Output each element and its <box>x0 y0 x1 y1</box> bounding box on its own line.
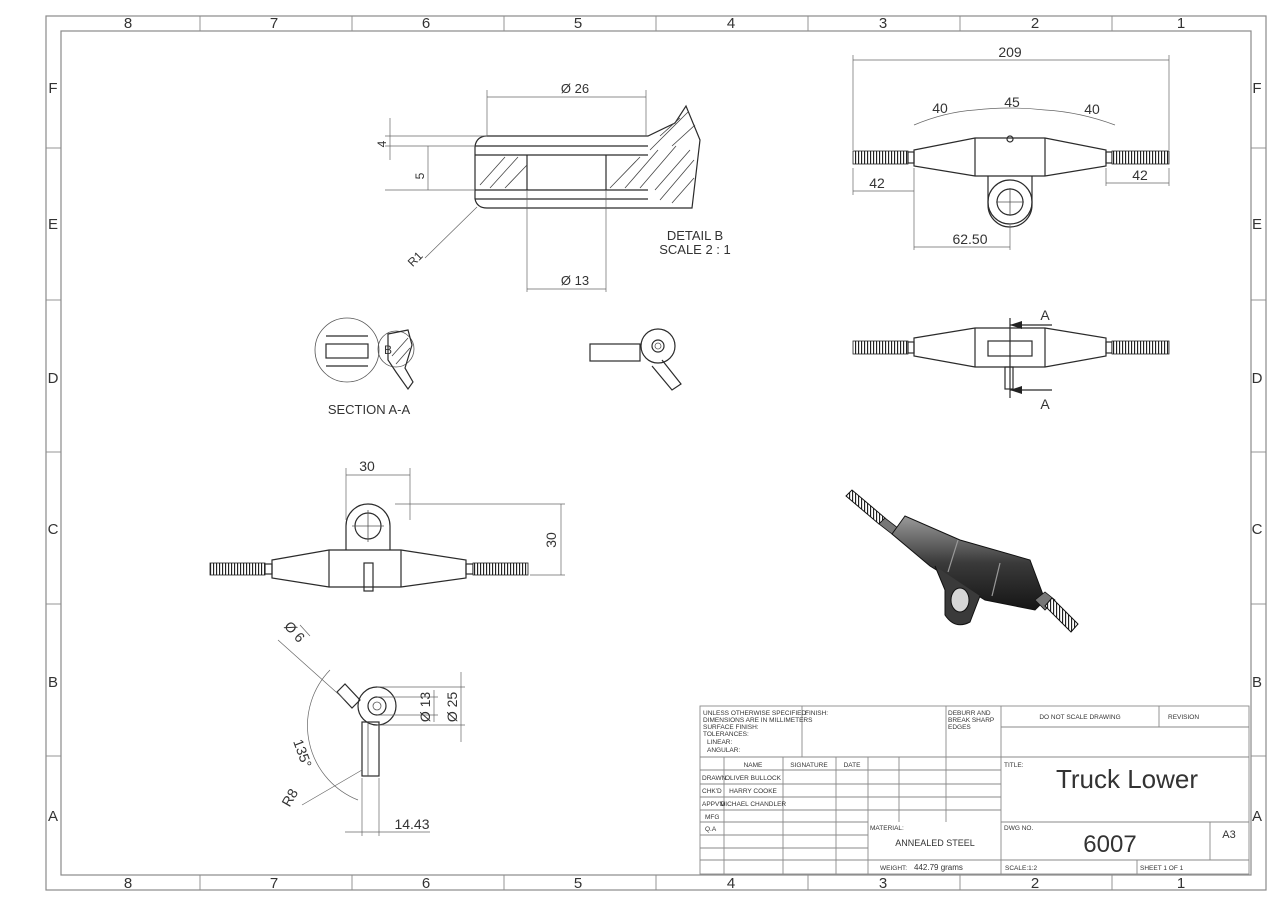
detail-b-title: DETAIL B <box>667 228 723 243</box>
tb-col-date: DATE <box>844 762 862 769</box>
tb-do-not-scale: DO NOT SCALE DRAWING <box>1039 714 1120 721</box>
zone-col-top-2: 2 <box>1031 15 1039 32</box>
tb-scale: SCALE:1:2 <box>1005 865 1038 872</box>
tb-material: ANNEALED STEEL <box>895 838 975 848</box>
zone-row-left-C: C <box>48 521 59 538</box>
tb-unless-3: TOLERANCES: <box>703 731 749 738</box>
tb-col-name: NAME <box>744 762 763 769</box>
zone-col-bottom-6: 6 <box>422 875 430 892</box>
zone-row-left-D: D <box>48 370 59 387</box>
detail-b-scale: SCALE 2 : 1 <box>659 242 731 257</box>
zone-row-right-C: C <box>1252 521 1263 538</box>
tb-role-4: Q.A <box>705 826 717 833</box>
tb-material-label: MATERIAL: <box>870 825 904 832</box>
end-view: Ø 13 Ø 25 Ø 6 135° R8 14.43 <box>277 618 465 836</box>
tb-name-2: MICHAEL CHANDLER <box>720 801 787 808</box>
tb-role-0: DRAWN <box>702 775 727 782</box>
tb-name-1: HARRY COOKE <box>729 788 777 795</box>
tb-col-signature: SIGNATURE <box>790 762 828 769</box>
zone-col-top-5: 5 <box>574 15 582 32</box>
tb-unless-0: UNLESS OTHERWISE SPECIFIED: <box>703 710 808 717</box>
top-dim-left-taper: 40 <box>932 100 948 116</box>
tb-unless-1: DIMENSIONS ARE IN MILLIMETERS <box>703 717 813 724</box>
side-dim-width: 30 <box>359 458 375 474</box>
top-dim-overall: 209 <box>998 44 1022 60</box>
zone-col-top-4: 4 <box>727 15 735 32</box>
tb-title: Truck Lower <box>1056 764 1198 794</box>
end-dim-boss: Ø 25 <box>444 692 460 723</box>
end-dim-pin: Ø 6 <box>281 618 308 646</box>
top-dim-right-end: 42 <box>1132 167 1148 183</box>
end-dim-offset: 14.43 <box>394 816 429 832</box>
tb-weight-label: WEIGHT: <box>880 865 907 872</box>
tb-unless-2: SURFACE FINISH: <box>703 724 759 731</box>
section-label-a-bottom: A <box>1040 396 1050 412</box>
tb-dwg-no-label: DWG NO. <box>1004 825 1033 832</box>
zone-col-top-6: 6 <box>422 15 430 32</box>
top-dim-center: 45 <box>1004 94 1020 110</box>
title-block: UNLESS OTHERWISE SPECIFIED: DIMENSIONS A… <box>699 705 1250 875</box>
detail-b-dim-5: 5 <box>413 172 427 179</box>
end-dim-radius: R8 <box>278 786 301 810</box>
zone-col-bottom-1: 1 <box>1177 875 1185 892</box>
zone-col-bottom-2: 2 <box>1031 875 1039 892</box>
top-view: 209 40 45 40 42 42 62.50 <box>852 44 1170 250</box>
tb-deburr-0: DEBURR AND <box>948 710 991 717</box>
tb-name-0: OLIVER BULLOCK <box>725 775 782 782</box>
detail-b-dia-inner: Ø 13 <box>561 273 589 288</box>
zone-row-right-D: D <box>1252 370 1263 387</box>
sheet-border: 8 7 6 5 4 3 2 1 8 7 6 5 4 3 2 1 F E D C B A F E D C B A <box>45 15 1267 892</box>
zone-row-left-E: E <box>48 216 58 233</box>
tb-dwg-no: 6007 <box>1083 831 1136 858</box>
zone-col-bottom-8: 8 <box>124 875 132 892</box>
section-a-a-view: B SECTION A-A <box>314 317 415 417</box>
isometric-view <box>845 489 1079 633</box>
section-a-a-title: SECTION A-A <box>328 402 411 417</box>
front-view: A A <box>852 307 1170 412</box>
zone-row-right-A: A <box>1252 808 1262 825</box>
zone-col-bottom-5: 5 <box>574 875 582 892</box>
tb-role-1: CHK'D <box>702 788 722 795</box>
top-dim-left-end: 42 <box>869 175 885 191</box>
end-dim-hole: Ø 13 <box>417 692 433 723</box>
zone-row-left-B: B <box>48 674 58 691</box>
zone-row-right-F: F <box>1252 80 1261 97</box>
zone-row-right-B: B <box>1252 674 1262 691</box>
tb-sheet: SHEET 1 OF 1 <box>1140 865 1184 872</box>
tb-size: A3 <box>1222 829 1235 841</box>
tb-unless-4: LINEAR: <box>707 739 732 746</box>
end-dim-angle: 135° <box>290 737 315 770</box>
section-label-a-top: A <box>1040 307 1050 323</box>
tb-deburr-2: EDGES <box>948 724 971 731</box>
zone-col-bottom-7: 7 <box>270 875 278 892</box>
detail-b-dim-4: 4 <box>375 140 389 147</box>
zone-row-left-F: F <box>48 80 57 97</box>
tb-weight: 442.79 grams <box>914 863 963 872</box>
section-callout-b: B <box>384 343 392 357</box>
top-dim-eye-offset: 62.50 <box>952 231 987 247</box>
tb-role-3: MFG <box>705 814 719 821</box>
tb-finish-label: FINISH: <box>805 710 828 717</box>
top-dim-right-taper: 40 <box>1084 101 1100 117</box>
tb-title-label: TITLE: <box>1004 762 1024 769</box>
tb-role-2: APPV'D <box>702 801 726 808</box>
zone-col-bottom-3: 3 <box>879 875 887 892</box>
zone-col-bottom-4: 4 <box>727 875 735 892</box>
tb-revision-label: REVISION <box>1168 714 1199 721</box>
zone-row-right-E: E <box>1252 216 1262 233</box>
side-view: 30 30 <box>209 458 565 592</box>
tb-deburr-1: BREAK SHARP <box>948 717 994 724</box>
zone-col-top-1: 1 <box>1177 15 1185 32</box>
zone-col-top-8: 8 <box>124 15 132 32</box>
detail-b-dia-outer: Ø 26 <box>561 81 589 96</box>
zone-row-left-A: A <box>48 808 58 825</box>
zone-col-top-7: 7 <box>270 15 278 32</box>
tb-unless-5: ANGULAR: <box>707 747 740 754</box>
small-end-view <box>589 328 682 391</box>
detail-b-radius: R1 <box>405 249 426 270</box>
zone-col-top-3: 3 <box>879 15 887 32</box>
detail-b-view: Ø 26 Ø 13 4 5 R1 DETAIL B SCALE 2 : 1 <box>375 81 731 292</box>
side-dim-height: 30 <box>543 532 559 548</box>
